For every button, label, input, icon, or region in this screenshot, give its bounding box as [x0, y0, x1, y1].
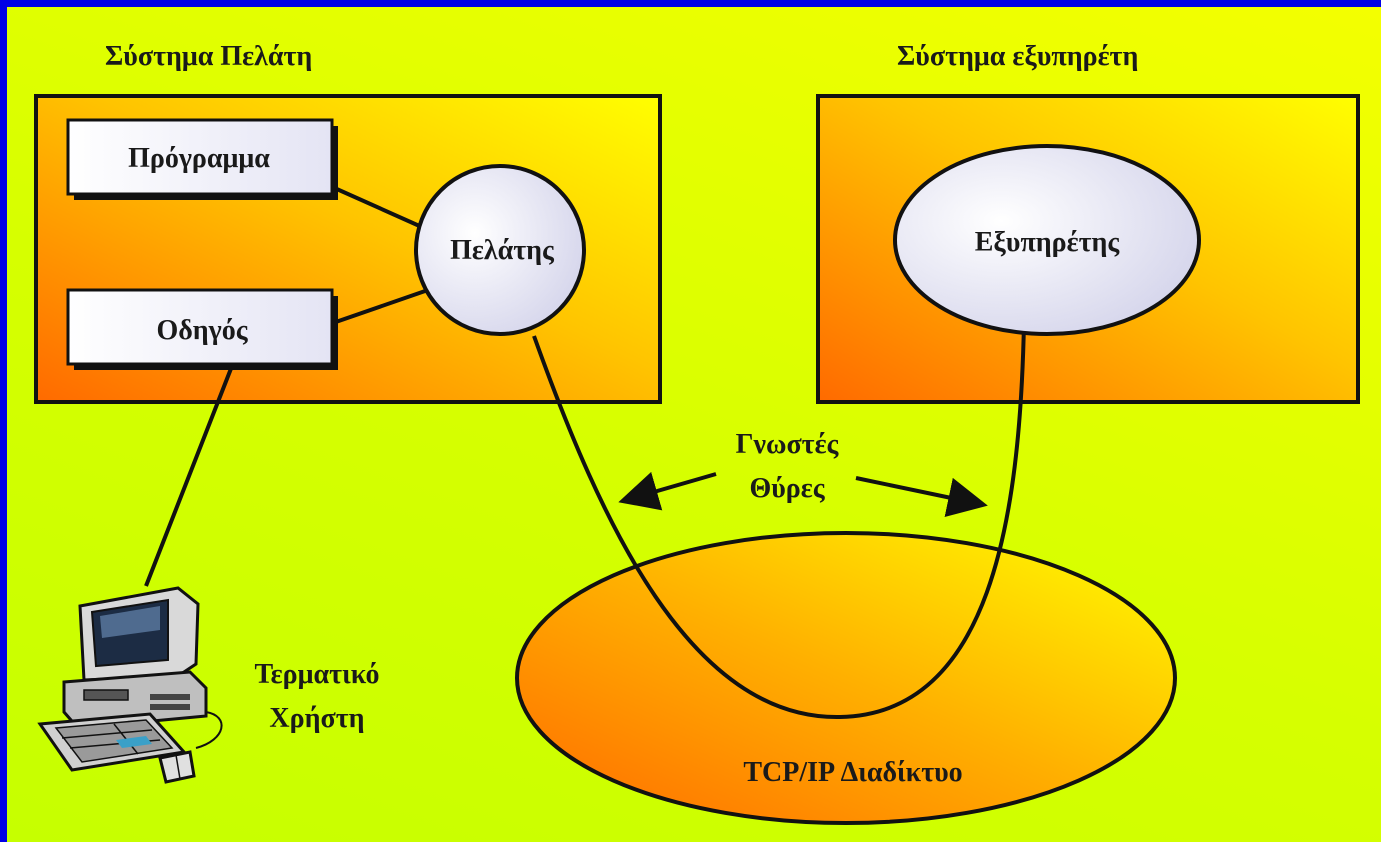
server-system-title: Σύστημα εξυπηρέτη — [897, 41, 1139, 72]
diagram-graphics — [34, 94, 1360, 825]
terminal-label-line2: Χρήστη — [269, 703, 365, 734]
internet-oval — [515, 531, 1177, 825]
client-system-title: Σύστημα Πελάτη — [105, 41, 313, 72]
server-node — [893, 144, 1201, 336]
program-box — [66, 118, 334, 196]
client-server-connection — [532, 321, 1026, 720]
server-label: Εξυπηρέτης — [974, 227, 1120, 258]
known-ports-line1: Γνωστές — [735, 429, 839, 460]
known-ports-line2: Θύρες — [749, 473, 825, 504]
known-ports-arrow-left — [618, 471, 717, 511]
driver-terminal-link — [144, 365, 234, 587]
program-label: Πρόγραμμα — [128, 143, 270, 174]
computer-terminal-icon — [37, 586, 223, 784]
driver-client-link — [329, 288, 429, 326]
internet-label: TCP/IP Διαδίκτυο — [743, 757, 963, 788]
driver-box — [66, 288, 334, 366]
driver-label: Οδηγός — [156, 315, 248, 346]
program-client-link — [329, 184, 425, 230]
client-label: Πελάτης — [450, 235, 554, 266]
client-node — [414, 164, 586, 336]
terminal-label-line1: Τερματικό — [254, 659, 380, 690]
known-ports-arrow-right — [855, 476, 988, 518]
